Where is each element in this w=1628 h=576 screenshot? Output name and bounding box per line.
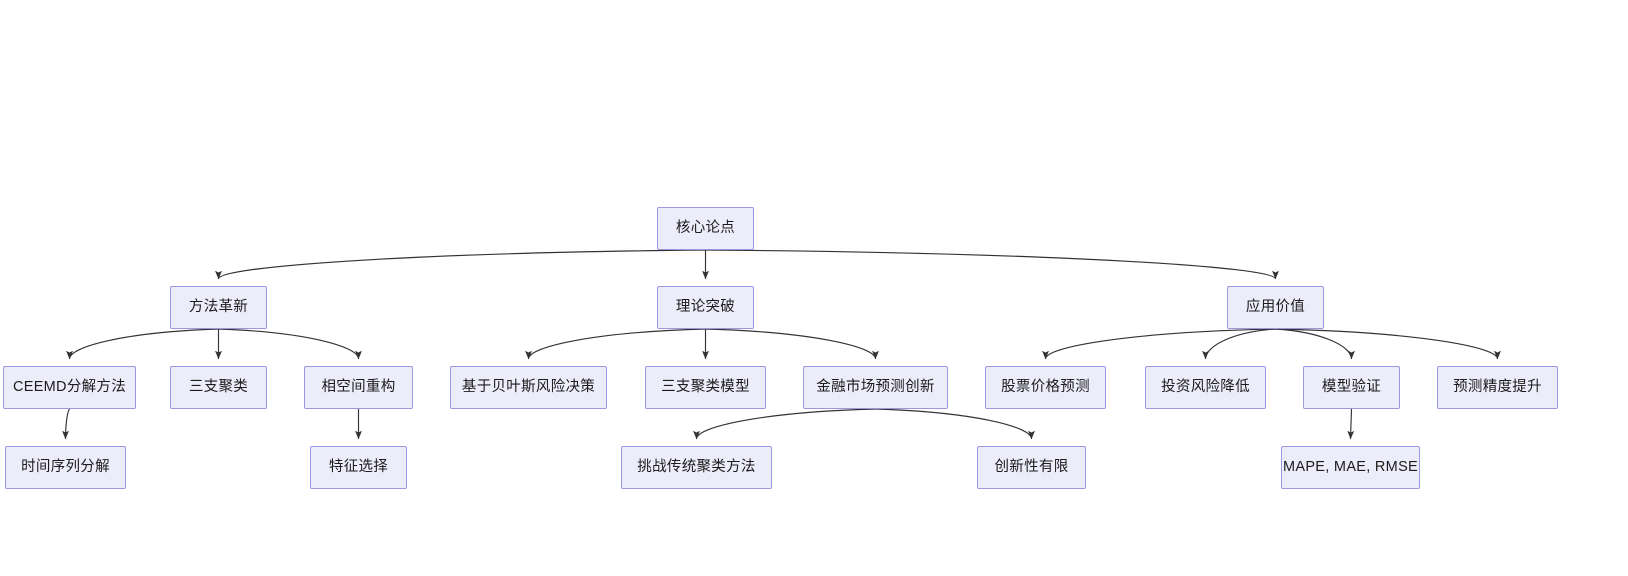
node-n5[interactable]: 三支聚类 xyxy=(170,366,267,409)
edge-n1-to-n4 xyxy=(66,328,219,360)
node-n17[interactable]: 创新性有限 xyxy=(977,446,1086,489)
node-label: 特征选择 xyxy=(328,459,389,476)
edge-n4-to-n14 xyxy=(62,408,70,440)
node-n13[interactable]: 预测精度提升 xyxy=(1437,366,1558,409)
edge-n9-to-n16 xyxy=(693,408,876,440)
edge-n3-to-n10 xyxy=(1042,328,1276,360)
edges-group xyxy=(62,249,1501,440)
node-n2[interactable]: 理论突破 xyxy=(657,286,754,329)
node-n1[interactable]: 方法革新 xyxy=(170,286,267,329)
edge-n3-to-n13 xyxy=(1275,328,1501,360)
node-label: 应用价值 xyxy=(1245,299,1306,316)
node-label: 三支聚类 xyxy=(188,379,249,396)
node-label: 预测精度提升 xyxy=(1453,379,1542,396)
edge-n0-to-n1 xyxy=(215,249,706,280)
node-n11[interactable]: 投资风险降低 xyxy=(1145,366,1266,409)
node-label: 理论突破 xyxy=(675,299,736,316)
node-n14[interactable]: 时间序列分解 xyxy=(5,446,126,489)
edge-n2-to-n7 xyxy=(525,328,706,360)
edge-n3-to-n12 xyxy=(1275,328,1355,360)
node-label: 基于贝叶斯风险决策 xyxy=(461,379,596,396)
node-label: 投资风险降低 xyxy=(1161,379,1250,396)
edge-n2-to-n9 xyxy=(705,328,879,360)
node-label: 挑战传统聚类方法 xyxy=(637,459,756,476)
node-n4[interactable]: CEEMD分解方法 xyxy=(3,366,136,409)
node-n8[interactable]: 三支聚类模型 xyxy=(645,366,766,409)
node-label: CEEMD分解方法 xyxy=(12,379,127,396)
node-label: 核心论点 xyxy=(675,220,736,237)
edge-n0-to-n3 xyxy=(705,249,1279,280)
node-n10[interactable]: 股票价格预测 xyxy=(985,366,1106,409)
edge-n1-to-n6 xyxy=(218,328,362,360)
node-n6[interactable]: 相空间重构 xyxy=(304,366,413,409)
node-label: MAPE, MAE, RMSE xyxy=(1282,459,1419,476)
node-label: 相空间重构 xyxy=(321,379,396,396)
node-label: 方法革新 xyxy=(188,299,249,316)
node-n0[interactable]: 核心论点 xyxy=(657,207,754,250)
edge-n12-to-n18 xyxy=(1347,408,1355,440)
node-label: 金融市场预测创新 xyxy=(816,379,935,396)
node-n7[interactable]: 基于贝叶斯风险决策 xyxy=(450,366,607,409)
node-n3[interactable]: 应用价值 xyxy=(1227,286,1324,329)
node-n9[interactable]: 金融市场预测创新 xyxy=(803,366,948,409)
edge-n3-to-n11 xyxy=(1202,328,1276,360)
node-label: 模型验证 xyxy=(1321,379,1382,396)
node-label: 创新性有限 xyxy=(994,459,1069,476)
edge-n9-to-n17 xyxy=(875,408,1035,440)
node-n15[interactable]: 特征选择 xyxy=(310,446,407,489)
node-n18[interactable]: MAPE, MAE, RMSE xyxy=(1281,446,1420,489)
node-label: 时间序列分解 xyxy=(21,459,110,476)
node-label: 三支聚类模型 xyxy=(661,379,750,396)
node-label: 股票价格预测 xyxy=(1001,379,1090,396)
node-n12[interactable]: 模型验证 xyxy=(1303,366,1400,409)
node-n16[interactable]: 挑战传统聚类方法 xyxy=(621,446,772,489)
